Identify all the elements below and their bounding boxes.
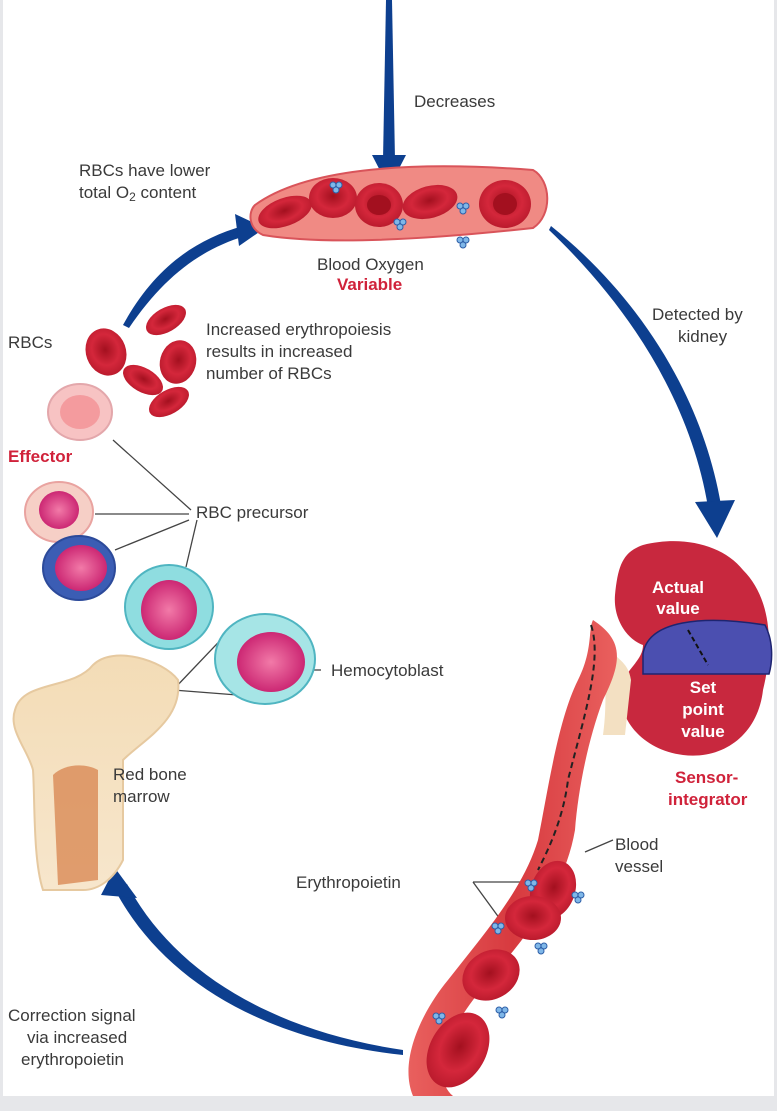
precursor-cell-2 bbox=[42, 535, 116, 601]
blood-vessel-label-line1: Blood bbox=[615, 835, 659, 854]
increased-label-line2: results in increased bbox=[206, 342, 353, 361]
actual-value-label-line1: Actual bbox=[652, 578, 704, 597]
increased-label-line1: Increased erythropoiesis bbox=[206, 320, 392, 339]
increased-label-line3: number of RBCs bbox=[206, 364, 332, 383]
blood-vessel bbox=[408, 620, 631, 1096]
precursor-leader-lines bbox=[83, 439, 614, 931]
correction-arrow bbox=[101, 868, 403, 1055]
rbcs-lower-label-line1: RBCs have lower bbox=[79, 161, 211, 180]
sensor-label-line2: integrator bbox=[668, 790, 748, 809]
femur-bone bbox=[12, 654, 180, 891]
correction-label-line2: via increased bbox=[27, 1028, 128, 1047]
blood-oxygen-vessel bbox=[249, 165, 549, 249]
rbcs-to-blood-arrow bbox=[123, 214, 265, 328]
detected-arrow bbox=[549, 226, 735, 538]
red-bone-label-line1: Red bone bbox=[113, 765, 187, 784]
decreases-label: Decreases bbox=[414, 92, 496, 111]
detected-label-line2: kidney bbox=[678, 327, 728, 346]
rbcs-lower-label-line2: total O2 content bbox=[79, 183, 196, 207]
rbcs-label: RBCs bbox=[8, 333, 53, 352]
rbc-precursor-label: RBC precursor bbox=[196, 503, 309, 522]
hemocytoblast-cell bbox=[214, 613, 316, 705]
set-point-label-line3: value bbox=[681, 722, 725, 741]
erythropoietin-label: Erythropoietin bbox=[296, 873, 401, 892]
effector-label: Effector bbox=[8, 447, 73, 466]
precursor-cell-3 bbox=[124, 564, 214, 650]
set-point-label-line2: point bbox=[682, 700, 724, 719]
sensor-label-line1: Sensor- bbox=[675, 768, 739, 787]
kidney bbox=[614, 541, 773, 756]
blood-vessel-label-line2: vessel bbox=[615, 857, 664, 876]
content-text: content bbox=[135, 183, 197, 202]
correction-label-line1: Correction signal bbox=[8, 1006, 136, 1025]
red-bone-label-line2: marrow bbox=[113, 787, 170, 806]
rbcs-cluster bbox=[85, 304, 197, 418]
diagram-artwork bbox=[12, 0, 773, 1096]
blood-oxygen-label: Blood Oxygen bbox=[317, 255, 424, 274]
variable-label: Variable bbox=[337, 275, 403, 294]
diagram-canvas: Decreases RBCs have lower total O2 conte… bbox=[3, 0, 774, 1096]
detected-label-line1: Detected by bbox=[652, 305, 743, 324]
hemocytoblast-label: Hemocytoblast bbox=[331, 661, 444, 680]
o2-text: total O bbox=[79, 183, 130, 202]
correction-label-line3: erythropoietin bbox=[21, 1050, 125, 1069]
actual-value-label-line2: value bbox=[656, 599, 700, 618]
precursor-cell-1 bbox=[24, 481, 94, 543]
set-point-label-line1: Set bbox=[689, 678, 717, 697]
decreases-arrow bbox=[372, 0, 406, 188]
o2-subscript: 2 bbox=[129, 190, 136, 204]
